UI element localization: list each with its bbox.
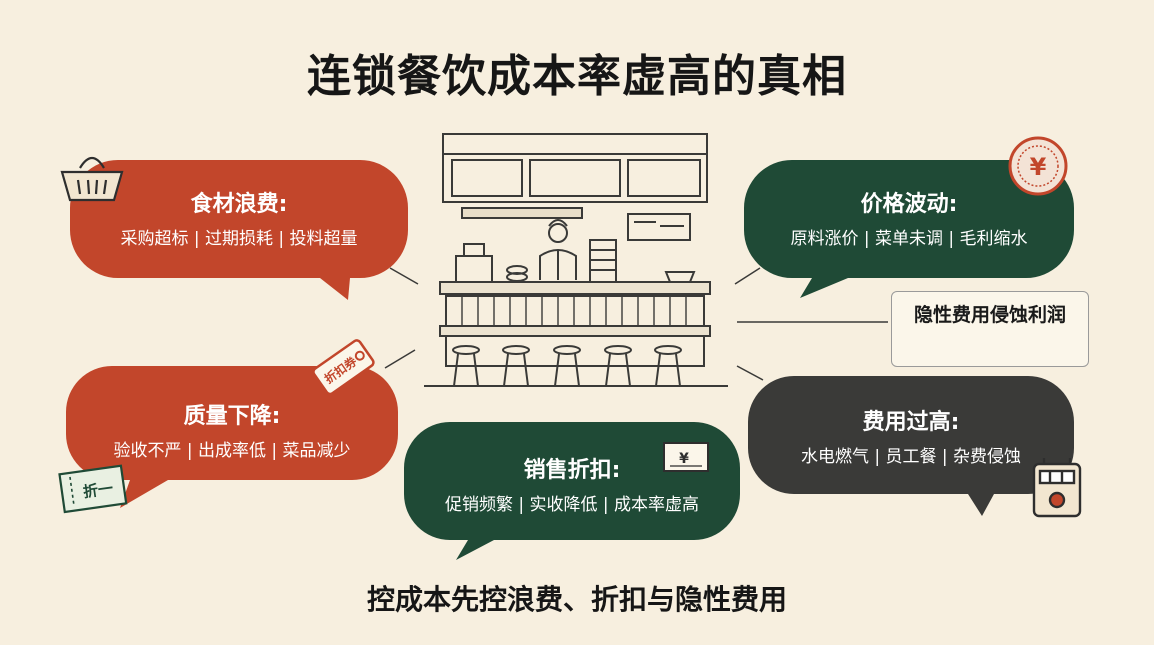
page-title: 连锁餐饮成本率虚高的真相 bbox=[307, 51, 847, 102]
bubble-expense-heading: 费用过高: bbox=[862, 410, 960, 435]
basket-icon bbox=[60, 156, 124, 202]
bubble-sales-discount bbox=[404, 422, 740, 560]
bubble-expense-text: 费用过高: 水电燃气 | 员工餐 | 杂费侵蚀 bbox=[760, 404, 1062, 467]
bubble-quality-text: 质量下降: 验收不严 | 出成率低 | 菜品减少 bbox=[82, 398, 382, 461]
page-subtitle: 控成本先控浪费、折扣与隐性费用 bbox=[366, 583, 787, 616]
bubble-price bbox=[744, 160, 1074, 298]
bubble-expense-body: 水电燃气 | 员工餐 | 杂费侵蚀 bbox=[800, 447, 1022, 467]
utility-meter-icon bbox=[1032, 458, 1082, 518]
bubble-price-body: 原料涨价 | 菜单未调 | 毛利缩水 bbox=[790, 229, 1028, 249]
bubble-quality bbox=[66, 366, 398, 508]
connector-lines bbox=[384, 267, 888, 381]
svg-text:¥: ¥ bbox=[679, 451, 689, 467]
hidden-cost-callout: 隐性费用侵蚀利润 bbox=[891, 291, 1089, 367]
hidden-cost-callout-text: 隐性费用侵蚀利润 bbox=[913, 304, 1066, 326]
coupon-icon: 折一 bbox=[58, 464, 128, 514]
bubble-price-heading: 价格波动: bbox=[860, 192, 958, 217]
cash-icon: ¥ bbox=[663, 442, 709, 472]
coupon-text: 折一 bbox=[82, 479, 114, 501]
bubble-food-waste-heading: 食材浪费: bbox=[190, 192, 288, 217]
bubble-sales-discount-body: 促销频繁 | 实收降低 | 成本率虚高 bbox=[444, 495, 700, 515]
bubble-expense bbox=[748, 376, 1074, 516]
bubble-food-waste-body: 采购超标 | 过期损耗 | 投料超量 bbox=[120, 229, 358, 249]
bubble-food-waste-text: 食材浪费: 采购超标 | 过期损耗 | 投料超量 bbox=[90, 186, 388, 249]
bubble-quality-heading: 质量下降: bbox=[183, 404, 281, 429]
svg-text:¥: ¥ bbox=[1030, 153, 1047, 181]
bubble-price-text: 价格波动: 原料涨价 | 菜单未调 | 毛利缩水 bbox=[758, 186, 1060, 249]
bubble-sales-discount-text: 销售折扣: 促销频繁 | 实收降低 | 成本率虚高 bbox=[412, 452, 732, 515]
yen-stamp-icon: ¥ bbox=[1008, 136, 1068, 196]
bubble-sales-discount-heading: 销售折扣: bbox=[523, 458, 621, 483]
bubble-food-waste bbox=[70, 160, 408, 300]
restaurant-counter-illustration bbox=[424, 133, 728, 387]
bubble-quality-body: 验收不严 | 出成率低 | 菜品减少 bbox=[113, 441, 351, 461]
